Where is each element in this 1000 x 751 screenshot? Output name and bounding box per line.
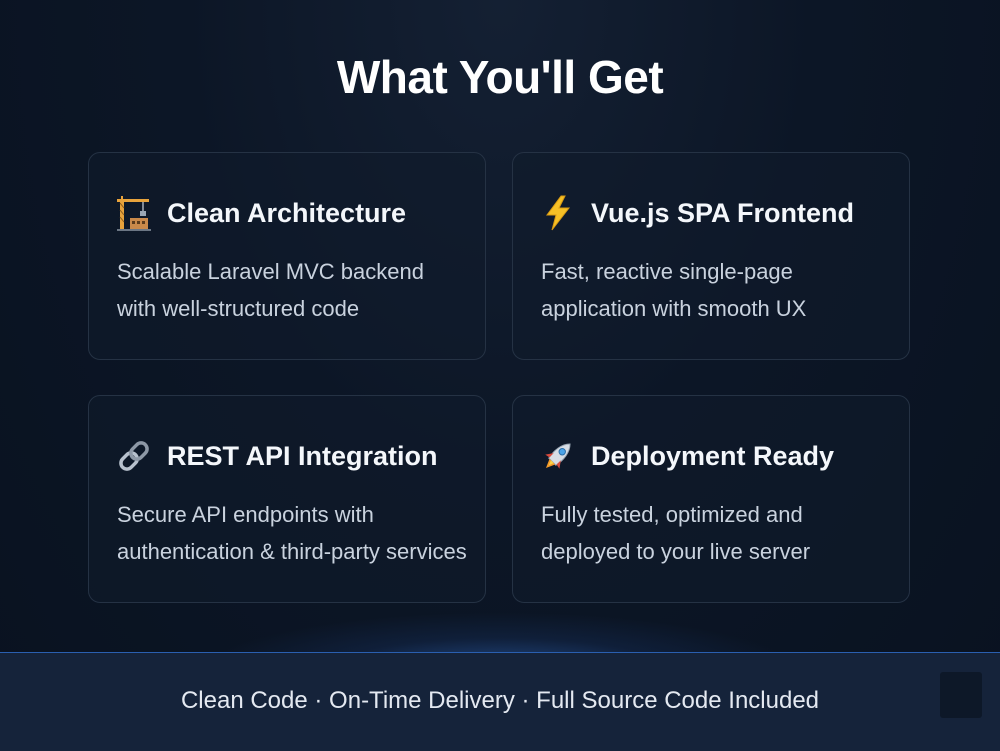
feature-card-clean-architecture: Clean Architecture Scalable Laravel MVC … [88,152,486,360]
link-chain-icon [115,437,153,475]
feature-title: Clean Architecture [167,197,407,228]
rocket-icon [539,437,577,475]
feature-card-header: Clean Architecture [115,193,406,233]
feature-card-header: Vue.js SPA Frontend [539,193,854,233]
corner-widget[interactable] [940,672,982,718]
feature-description: Fully tested, optimized and deployed to … [541,502,811,564]
feature-title: REST API Integration [167,440,438,471]
features-grid: Clean Architecture Scalable Laravel MVC … [88,152,912,606]
feature-card-rest-api: REST API Integration Secure API endpoint… [88,395,486,603]
feature-description: Scalable Laravel MVC backend with well-s… [117,259,424,321]
construction-crane-icon [115,194,153,232]
feature-title: Vue.js SPA Frontend [591,197,855,228]
page-title: What You'll Get [336,51,664,103]
feature-card-header: REST API Integration [115,436,438,476]
feature-card-vuejs-spa: Vue.js SPA Frontend Fast, reactive singl… [512,152,910,360]
feature-card-deployment-ready: Deployment Ready Fully tested, optimized… [512,395,910,603]
feature-description: Secure API endpoints with authentication… [117,502,467,564]
lightning-bolt-icon [539,194,577,232]
feature-description: Fast, reactive single-page application w… [541,259,807,321]
footer-tagline: Clean Code · On-Time Delivery · Full Sou… [180,687,820,714]
feature-card-header: Deployment Ready [539,436,834,476]
footer-bar: Clean Code · On-Time Delivery · Full Sou… [0,652,1000,751]
feature-title: Deployment Ready [591,440,835,471]
